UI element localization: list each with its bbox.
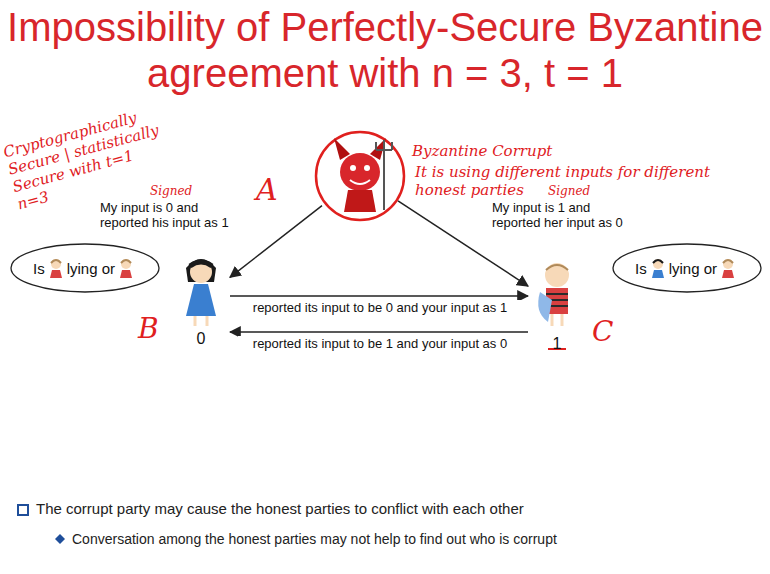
girl-figure <box>171 247 231 326</box>
handwritten-note: Signed <box>548 184 608 198</box>
message-label: My input is 1 and reported her input as … <box>492 200 642 230</box>
person-icon <box>720 258 736 278</box>
party-node: A <box>322 138 398 214</box>
question-ellipse: Is lying or <box>612 243 762 293</box>
person-icon <box>48 258 64 278</box>
question-ellipse: Is lying or <box>10 243 160 293</box>
question-text: Is <box>33 260 45 277</box>
party-input: 0 <box>172 330 230 348</box>
ellipse-row: Is lying or <box>10 243 160 293</box>
handwritten-note: Byzantine Corrupt <box>412 142 612 160</box>
slide-title: Impossibility of Perfectly-Secure Byzant… <box>5 4 765 96</box>
person-icon <box>650 258 666 278</box>
party-letter: B <box>138 312 159 345</box>
question-text: Is <box>635 260 647 277</box>
bullet-diamond <box>55 534 65 544</box>
message-label: My input is 0 and reported his input as … <box>100 200 240 230</box>
handwritten-note: Cryptographically Secure | statistically… <box>1 103 174 214</box>
party-letter: C <box>592 315 613 348</box>
party-node: 1C <box>528 255 586 355</box>
ellipse-shape <box>11 244 159 292</box>
ellipse-shape <box>613 244 761 292</box>
ellipse-row: Is lying or <box>612 243 762 293</box>
bullet-text: The corrupt party may cause the honest p… <box>36 500 756 518</box>
party-input: 1 <box>528 335 586 353</box>
arrow-connector <box>230 206 322 278</box>
party-node: 0B <box>172 250 230 350</box>
bullet-square <box>18 505 28 515</box>
devil-figure <box>316 132 404 220</box>
person-icon <box>118 258 134 278</box>
arrow-connector <box>230 331 528 333</box>
party-letter: A <box>256 172 278 207</box>
question-text: lying or <box>67 260 115 277</box>
bullet-text: Conversation among the honest parties ma… <box>72 531 762 548</box>
message-label: reported its input to be 1 and your inpu… <box>238 336 522 351</box>
message-label: reported its input to be 0 and your inpu… <box>238 300 522 315</box>
handwritten-note: It is using different inputs for differe… <box>415 163 765 199</box>
handwritten-note: Signed <box>150 184 210 198</box>
arrow-connector <box>230 295 528 297</box>
question-text: lying or <box>669 260 717 277</box>
